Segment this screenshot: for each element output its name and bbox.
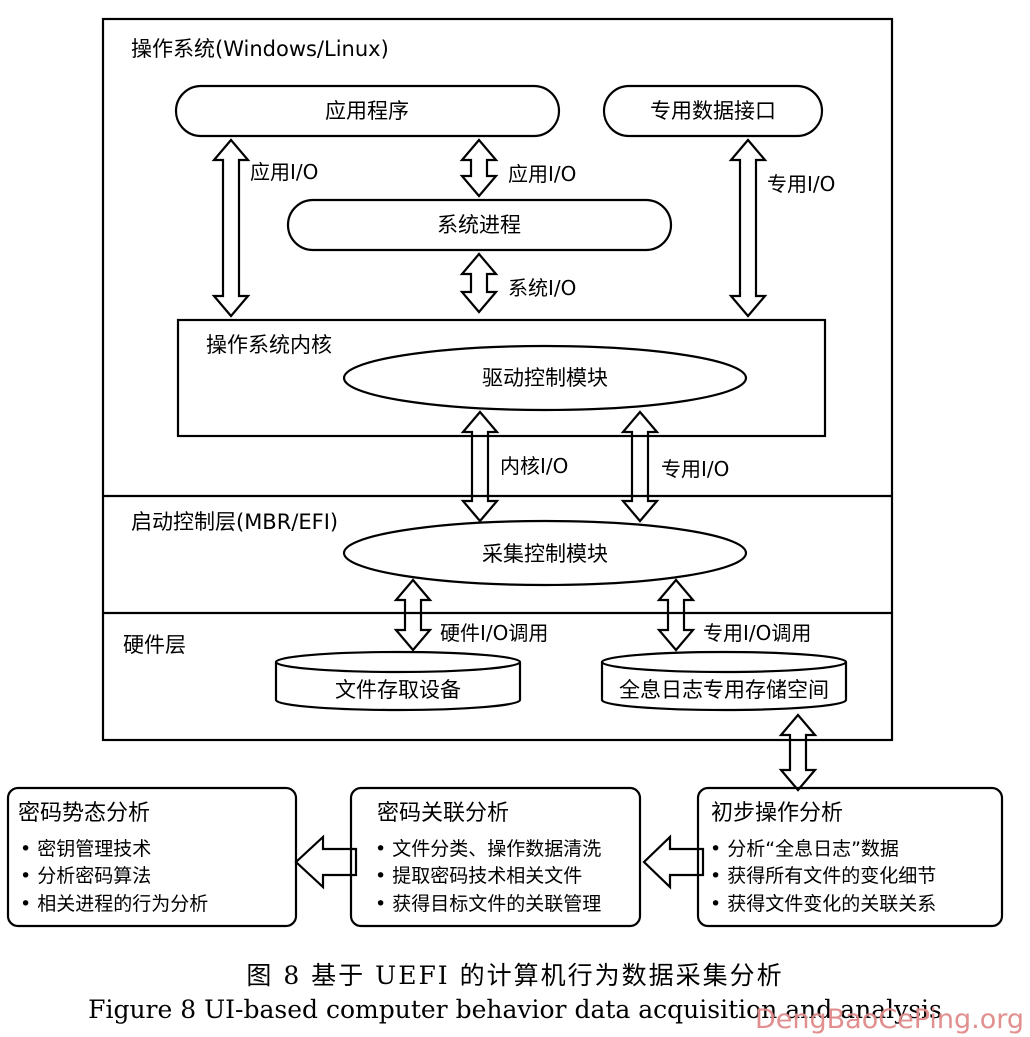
app-io-left-label: 应用I/O [250, 160, 318, 184]
system-process-box [286, 198, 673, 252]
outer-frame [101, 17, 894, 742]
caption-english: Figure 8 UI-based computer behavior data… [88, 995, 942, 1024]
collect-module-ellipse [342, 519, 748, 587]
arrow-dedicated-io-top [728, 138, 768, 318]
kernel-title: 操作系统内核 [206, 333, 332, 357]
system-process-label: 系统进程 [437, 213, 521, 237]
log-storage-label: 全息日志专用存储空间 [619, 678, 829, 702]
driver-module-label: 驱动控制模块 [482, 366, 608, 390]
dedicated-interface-box [602, 84, 824, 138]
caption-chinese: 图 8 基于 UEFI 的计算机行为数据采集分析 [246, 961, 784, 990]
situation-item: • 相关进程的行为分析 [20, 893, 208, 915]
boot-layer-title: 启动控制层(MBR/EFI) [131, 510, 338, 534]
arrow-correlation-to-situation [294, 834, 358, 890]
file-storage-label: 文件存取设备 [335, 678, 461, 702]
dedicated-io-top-label: 专用I/O [767, 172, 835, 196]
arrow-hw-io-call [393, 578, 433, 652]
correlation-item: • 文件分类、操作数据清洗 [375, 838, 601, 860]
situation-analysis-box [6, 786, 298, 928]
kernel-io-label: 内核I/O [500, 454, 568, 478]
arrow-kernel-io [460, 410, 500, 523]
situation-analysis-title: 密码势态分析 [18, 801, 150, 826]
dedicated-io-mid-label: 专用I/O [661, 457, 729, 481]
situation-item: • 密钥管理技术 [20, 838, 151, 860]
watermark: DengBaoCePing.org [754, 1004, 1024, 1035]
preliminary-item: • 分析“全息日志”数据 [710, 838, 899, 860]
diagram: 操作系统(Windows/Linux) 应用程序 专用数据接口 应用I/O 应用… [6, 17, 1004, 928]
preliminary-analysis-box [696, 786, 1004, 928]
os-layer-title: 操作系统(Windows/Linux) [131, 37, 389, 61]
arrow-log-to-analysis [778, 713, 818, 792]
log-storage-cylinder [600, 650, 848, 712]
kernel-box [176, 318, 827, 438]
preliminary-analysis-title: 初步操作分析 [711, 801, 843, 826]
arrow-preliminary-to-correlation [642, 834, 705, 890]
arrow-dedicated-io-mid [620, 410, 660, 523]
collect-module-label: 采集控制模块 [482, 542, 608, 566]
dedicated-io-call-label: 专用I/O调用 [703, 621, 811, 645]
correlation-item: • 获得目标文件的关联管理 [375, 893, 601, 915]
situation-item: • 分析密码算法 [20, 865, 151, 887]
arrow-dedicated-io-call [656, 578, 696, 652]
app-io-center-label: 应用I/O [508, 162, 576, 186]
arrow-app-io-center [459, 138, 499, 198]
preliminary-item: • 获得所有文件的变化细节 [710, 865, 936, 887]
arrow-app-io-left [211, 138, 251, 318]
system-io-label: 系统I/O [508, 276, 576, 300]
preliminary-item: • 获得文件变化的关联关系 [710, 893, 936, 915]
driver-module-ellipse [342, 344, 748, 412]
hardware-layer-title: 硬件层 [123, 633, 186, 657]
correlation-analysis-box [349, 786, 642, 928]
correlation-analysis-title: 密码关联分析 [377, 801, 509, 826]
app-program-label: 应用程序 [325, 99, 409, 123]
arrow-system-io [459, 252, 499, 314]
file-storage-cylinder [274, 650, 522, 712]
correlation-item: • 提取密码技术相关文件 [375, 865, 582, 887]
app-program-box [174, 84, 561, 138]
dedicated-interface-label: 专用数据接口 [650, 99, 776, 123]
hw-io-call-label: 硬件I/O调用 [440, 621, 548, 645]
